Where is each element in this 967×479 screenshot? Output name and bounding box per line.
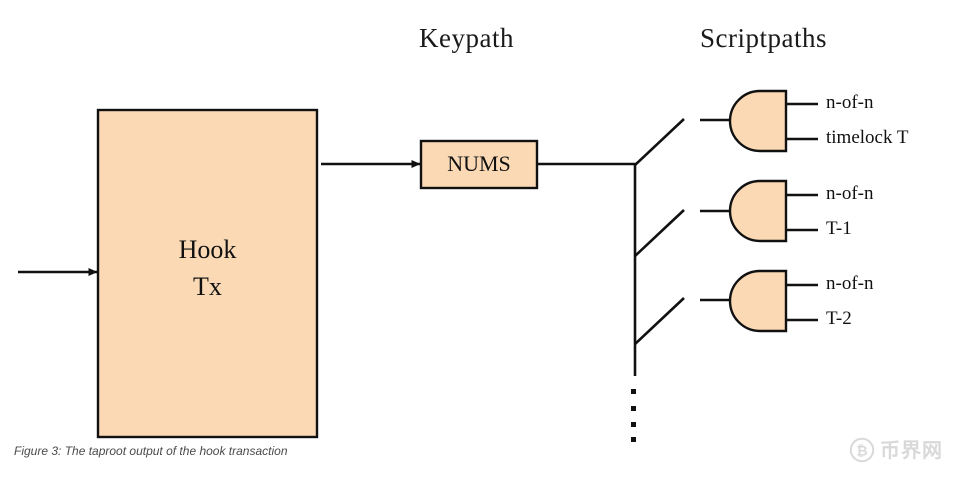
watermark: ₿ 币界网 xyxy=(849,437,943,463)
scriptpaths-heading: Scriptpaths xyxy=(700,23,827,53)
bitcoin-circle-icon: ₿ xyxy=(849,437,875,463)
scriptpath-2-input-1-label: n-of-n xyxy=(826,183,874,204)
scriptpath-1-input-2-label: timelock T xyxy=(826,127,909,148)
tree-branch-2 xyxy=(634,209,685,257)
and-gate-3-icon xyxy=(728,269,788,333)
nums-label: NUMS xyxy=(447,151,511,176)
scriptpath-3-input-1-label: n-of-n xyxy=(826,273,874,294)
vertical-ellipsis-icon xyxy=(631,389,636,442)
watermark-text: 币界网 xyxy=(880,438,943,462)
scriptpath-1-input-1-label: n-of-n xyxy=(826,92,874,113)
and-gate-2-icon xyxy=(728,179,788,243)
scriptpath-3-input-2-label: T-2 xyxy=(826,308,852,329)
tree-branch-3 xyxy=(634,297,685,345)
keypath-heading: Keypath xyxy=(419,23,514,53)
hook-tx-label-line2: Tx xyxy=(193,272,222,301)
tree-branch-1 xyxy=(634,118,685,166)
and-gate-1-icon xyxy=(728,89,788,153)
hook-tx-box xyxy=(96,108,319,439)
svg-text:₿: ₿ xyxy=(856,444,867,460)
scriptpath-2-input-2-label: T-1 xyxy=(826,218,852,239)
figure-caption: Figure 3: The taproot output of the hook… xyxy=(14,444,288,458)
hook-tx-label-line1: Hook xyxy=(178,235,237,264)
